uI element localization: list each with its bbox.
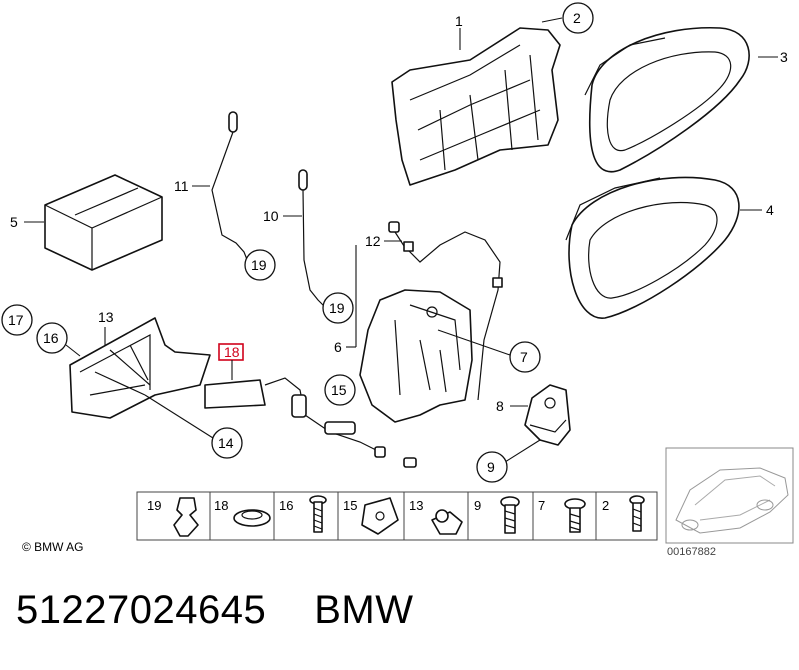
diagram-number: 00167882 xyxy=(667,546,716,558)
outer-door-handle-lower xyxy=(565,176,740,319)
callout-11: 11 xyxy=(174,178,189,194)
callout-5: 5 xyxy=(10,214,18,230)
part-17-cable xyxy=(204,377,417,468)
rod-10 xyxy=(298,169,327,309)
car-thumbnail: 00167882 xyxy=(665,447,794,558)
callout-circle-18 xyxy=(1,304,33,336)
callout-16: 16 xyxy=(43,330,59,346)
callout-17: 18 xyxy=(224,344,240,360)
bowden-cable-12 xyxy=(388,221,503,401)
clip-19-icon xyxy=(173,497,199,537)
copyright-text: © BMW AG xyxy=(22,540,84,554)
door-lock-6 xyxy=(359,289,473,423)
clip-nut-15-icon xyxy=(361,497,399,535)
fastener-label-9: 9 xyxy=(474,498,481,513)
callout-4: 4 xyxy=(766,202,774,218)
callout-10: 10 xyxy=(263,208,279,224)
door-handle-carrier xyxy=(391,27,561,186)
fastener-label-13: 13 xyxy=(409,498,423,513)
screw-2-icon xyxy=(629,495,645,532)
callout-circle-13 xyxy=(324,374,356,406)
callout-circle-2 xyxy=(562,2,594,34)
callout-7: 7 xyxy=(520,349,528,365)
outer-door-handle-upper xyxy=(584,26,750,173)
footer-caption: 51227024645 BMW xyxy=(16,588,461,633)
callout-8-text: 8 xyxy=(496,398,504,414)
callout-9: 9 xyxy=(487,459,495,475)
rod-11 xyxy=(211,111,249,263)
callout-19a: 19 xyxy=(251,257,267,273)
callout-circle-9 xyxy=(476,451,508,483)
panel-14 xyxy=(69,317,211,419)
fastener-row: 19 18 16 15 13 9 7 2 xyxy=(136,491,658,541)
callout-circle-7 xyxy=(509,341,541,373)
callout-15: 14 xyxy=(218,435,234,451)
fastener-label-19: 19 xyxy=(147,498,161,513)
callout-12: 12 xyxy=(365,233,381,249)
screw-16-icon xyxy=(309,495,327,533)
callout-13: 15 xyxy=(331,382,347,398)
callout-6: 6 xyxy=(334,339,342,355)
brand-name: BMW xyxy=(314,588,414,632)
callout-1: 1 xyxy=(455,13,463,29)
callout-circle-16 xyxy=(36,322,68,354)
callout-circle-19-b xyxy=(322,292,354,324)
callout-3: 3 xyxy=(780,49,788,65)
box-part-5 xyxy=(44,174,163,271)
callout-19b: 19 xyxy=(329,300,345,316)
fastener-label-18: 18 xyxy=(214,498,228,513)
bracket-9 xyxy=(524,384,571,446)
screw-7-icon xyxy=(564,498,586,533)
fastener-label-15: 15 xyxy=(343,498,357,513)
callout-14: 13 xyxy=(98,309,114,325)
part-number: 51227024645 xyxy=(16,588,267,632)
fastener-label-2: 2 xyxy=(602,498,609,513)
screw-9-icon xyxy=(500,496,520,534)
callout-circle-19-a xyxy=(244,249,276,281)
fastener-label-16: 16 xyxy=(279,498,293,513)
fastener-label-7: 7 xyxy=(538,498,545,513)
callout-18: 17 xyxy=(8,312,24,328)
highlight-box-17 xyxy=(218,343,244,361)
callout-circle-15 xyxy=(211,427,243,459)
grommet-18-icon xyxy=(233,509,271,527)
callout-2: 2 xyxy=(573,10,581,26)
cable-clip-13-icon xyxy=(431,509,463,535)
